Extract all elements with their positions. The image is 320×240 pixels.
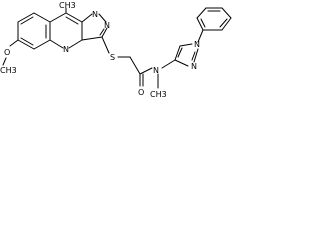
bond-inner [219,18,228,28]
bond [81,36,103,41]
ring-nitrogen-label: N [63,45,69,54]
pyridine-ring [49,12,83,49]
bond [129,56,141,75]
bond [197,29,204,43]
methoxy-oxygen-label: O [4,48,10,57]
bond [49,12,67,23]
bond [139,67,153,75]
bond [17,12,35,23]
methoxy-group [2,39,19,66]
pyrazole-n-label: N [194,40,200,49]
sulfur-label: S [110,53,115,62]
linker-chain [101,36,176,89]
benzo-ring [17,12,51,50]
pyrazole-ring [174,43,199,67]
bond [196,17,204,31]
triazole-n-label: N [104,21,110,30]
bond-inner [20,16,34,25]
bond [33,12,51,23]
bond [101,36,110,54]
n-methyl-label: CH3 [150,90,167,99]
bond [65,12,83,23]
carbonyl-oxygen-label: O [138,88,144,97]
bond [68,39,83,49]
methyl-label: CH3 [59,1,76,10]
bond-inner [20,37,34,46]
bond [221,17,232,31]
chemical-structure-diagram: CH3 N N N O CH3 S O N CH3 N N [0,1,232,99]
bond [221,7,232,19]
methoxy-methyl-label: CH3 [0,66,17,75]
bond [9,39,19,47]
bond [33,39,51,50]
bond-inner [177,47,183,58]
bond [17,39,35,50]
pyrazole-n-label: N [191,62,197,71]
bond [49,39,64,49]
triazole-ring [81,13,108,41]
amide-nitrogen-label: N [153,66,159,75]
bond [196,7,207,19]
bond [81,13,93,23]
bond [101,27,108,38]
bond [174,59,189,67]
bond [174,45,181,61]
bond [193,48,199,63]
bond-inner [200,18,206,28]
bond-inner [99,28,105,36]
bond-inner [191,51,196,61]
bond [179,43,193,47]
bond [2,57,7,66]
bond [161,59,176,69]
triazole-n-label: N [92,10,98,19]
bond [98,13,107,23]
bond-inner [65,16,79,25]
phenyl-ring [196,7,232,43]
